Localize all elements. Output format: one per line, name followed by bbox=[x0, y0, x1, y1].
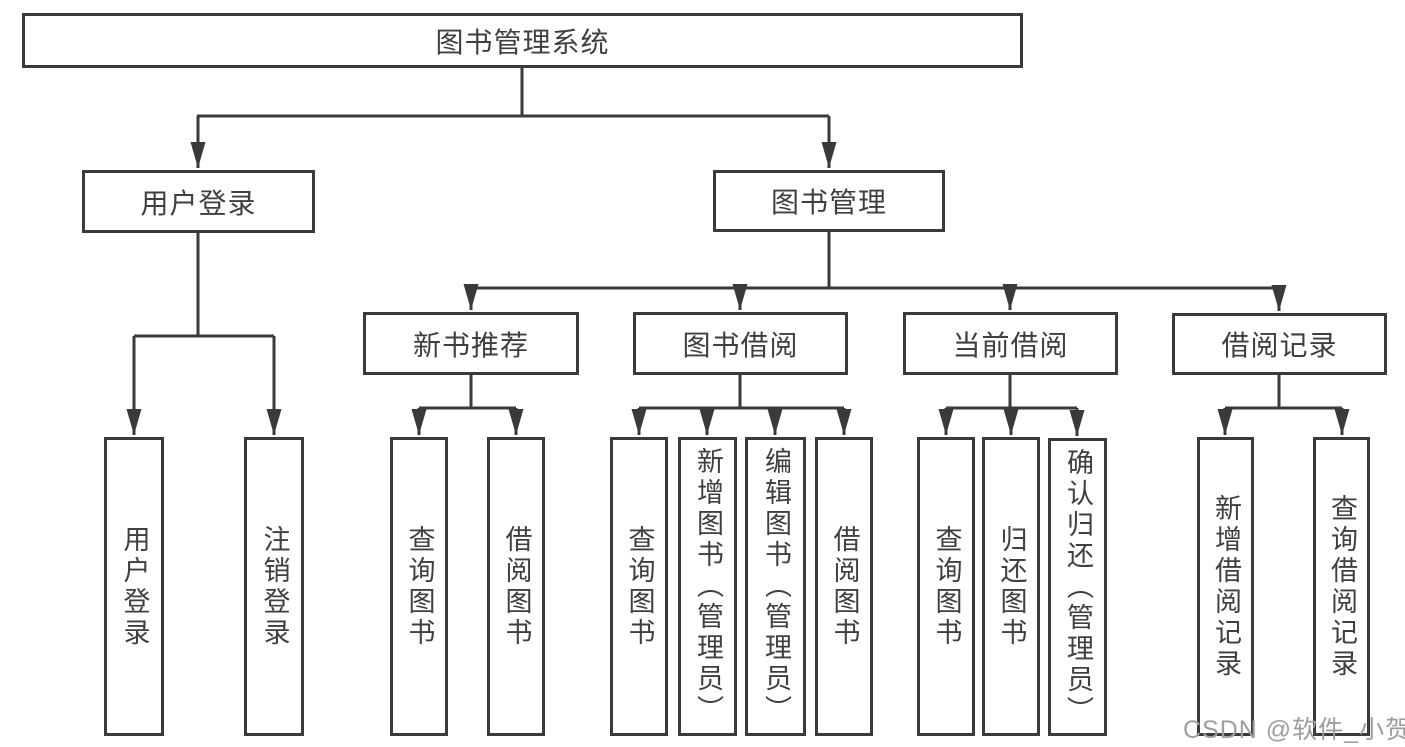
leaf-bb-add-books-label: 新增图书（管理员） bbox=[693, 447, 723, 726]
leaf-cb-return-books: 归还图书 bbox=[982, 437, 1040, 736]
leaf-bb-edit-books: 编辑图书（管理员） bbox=[745, 437, 806, 736]
node-current-borrow-label: 当前借阅 bbox=[952, 329, 1069, 361]
leaf-logout: 注销登录 bbox=[244, 437, 304, 736]
node-user-login-label: 用户登录 bbox=[140, 187, 257, 219]
leaf-br-add-record: 新增借阅记录 bbox=[1197, 437, 1254, 736]
leaf-user-login: 用户登录 bbox=[104, 437, 164, 736]
node-root: 图书管理系统 bbox=[22, 13, 1023, 68]
leaf-bb-borrow-books-label: 借阅图书 bbox=[829, 524, 860, 649]
leaf-nb-query-books: 查询图书 bbox=[390, 437, 448, 736]
node-borrow-records-label: 借阅记录 bbox=[1221, 330, 1338, 361]
leaf-logout-label: 注销登录 bbox=[259, 524, 290, 649]
leaf-nb-borrow-books: 借阅图书 bbox=[487, 437, 545, 736]
leaf-cb-query-books: 查询图书 bbox=[917, 437, 975, 736]
leaf-bb-query-books-label: 查询图书 bbox=[624, 524, 655, 649]
leaf-br-query-record-label: 查询借阅记录 bbox=[1327, 493, 1357, 680]
node-root-label: 图书管理系统 bbox=[435, 26, 610, 58]
leaf-bb-borrow-books: 借阅图书 bbox=[815, 437, 873, 736]
leaf-cb-confirm-return-label: 确认归还（管理员） bbox=[1063, 447, 1093, 727]
leaf-nb-query-books-label: 查询图书 bbox=[404, 524, 435, 649]
leaf-cb-confirm-return: 确认归还（管理员） bbox=[1048, 438, 1107, 736]
leaf-user-login-label: 用户登录 bbox=[119, 524, 150, 649]
leaf-br-query-record: 查询借阅记录 bbox=[1313, 437, 1370, 736]
leaf-bb-edit-books-label: 编辑图书（管理员） bbox=[761, 447, 791, 726]
leaf-cb-return-books-label: 归还图书 bbox=[996, 524, 1027, 649]
leaf-bb-add-books: 新增图书（管理员） bbox=[678, 437, 737, 736]
leaf-br-add-record-label: 新增借阅记录 bbox=[1211, 493, 1241, 680]
node-book-borrow: 图书借阅 bbox=[633, 312, 848, 375]
node-new-book-recommend: 新书推荐 bbox=[363, 312, 579, 375]
leaf-bb-query-books: 查询图书 bbox=[610, 437, 668, 736]
node-book-borrow-label: 图书借阅 bbox=[682, 329, 799, 361]
leaf-cb-query-books-label: 查询图书 bbox=[931, 524, 962, 649]
node-book-management: 图书管理 bbox=[713, 170, 945, 232]
node-borrow-records: 借阅记录 bbox=[1172, 313, 1387, 375]
csdn-watermark: CSDN @软件_小贺同学 bbox=[1183, 716, 1405, 744]
node-user-login: 用户登录 bbox=[82, 170, 315, 233]
node-book-management-label: 图书管理 bbox=[770, 187, 887, 218]
leaf-nb-borrow-books-label: 借阅图书 bbox=[501, 524, 532, 649]
node-current-borrow: 当前借阅 bbox=[903, 312, 1118, 375]
node-new-book-recommend-label: 新书推荐 bbox=[412, 329, 529, 361]
